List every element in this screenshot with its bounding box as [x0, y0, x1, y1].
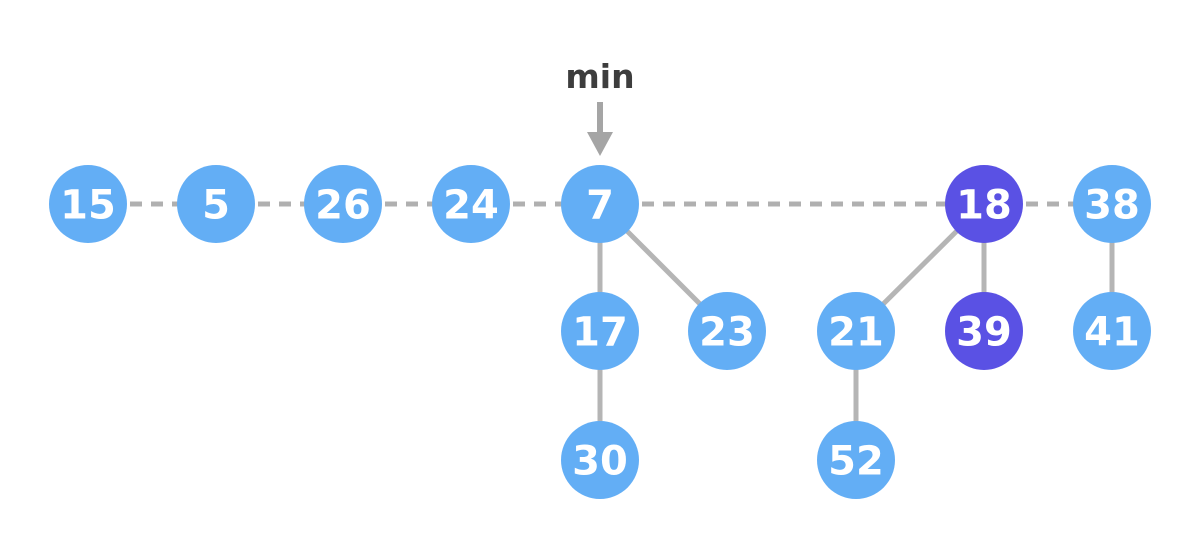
heap-node-23: 23 — [688, 292, 766, 370]
node-value-label: 21 — [828, 309, 884, 355]
node-circle-marked — [945, 292, 1023, 370]
node-circle — [304, 165, 382, 243]
node-value-label: 18 — [956, 182, 1012, 228]
heap-node-21: 21 — [817, 292, 895, 370]
node-value-label: 15 — [60, 182, 116, 228]
heap-node-17: 17 — [561, 292, 639, 370]
heap-node-39: 39 — [945, 292, 1023, 370]
node-value-label: 23 — [699, 309, 755, 355]
node-value-label: 30 — [572, 438, 628, 484]
node-circle — [561, 165, 639, 243]
node-value-label: 52 — [828, 438, 884, 484]
heap-node-30: 30 — [561, 421, 639, 499]
node-value-label: 7 — [586, 182, 614, 228]
node-value-label: 26 — [315, 182, 371, 228]
node-value-label: 5 — [202, 182, 230, 228]
node-value-label: 17 — [572, 309, 628, 355]
node-circle — [1073, 165, 1151, 243]
heap-node-24: 24 — [432, 165, 510, 243]
node-circle — [49, 165, 127, 243]
node-circle-marked — [945, 165, 1023, 243]
node-circle — [817, 292, 895, 370]
node-circle — [1073, 292, 1151, 370]
nodes-layer: 15 5 26 24 7 18 38 17 23 21 39 41 30 52 — [49, 165, 1151, 499]
heap-node-38: 38 — [1073, 165, 1151, 243]
node-circle — [432, 165, 510, 243]
node-circle — [561, 421, 639, 499]
node-value-label: 24 — [443, 182, 499, 228]
min-pointer-label: min — [565, 57, 634, 96]
heap-node-41: 41 — [1073, 292, 1151, 370]
heap-node-26: 26 — [304, 165, 382, 243]
node-circle — [561, 292, 639, 370]
heap-node-15: 15 — [49, 165, 127, 243]
node-value-label: 39 — [956, 309, 1012, 355]
heap-node-5: 5 — [177, 165, 255, 243]
node-value-label: 41 — [1084, 309, 1140, 355]
node-circle — [177, 165, 255, 243]
heap-node-52: 52 — [817, 421, 895, 499]
node-value-label: 38 — [1084, 182, 1140, 228]
heap-node-18: 18 — [945, 165, 1023, 243]
node-circle — [817, 421, 895, 499]
min-pointer: min — [565, 57, 635, 156]
heap-node-7: 7 — [561, 165, 639, 243]
node-circle — [688, 292, 766, 370]
min-arrow-icon — [587, 102, 613, 156]
